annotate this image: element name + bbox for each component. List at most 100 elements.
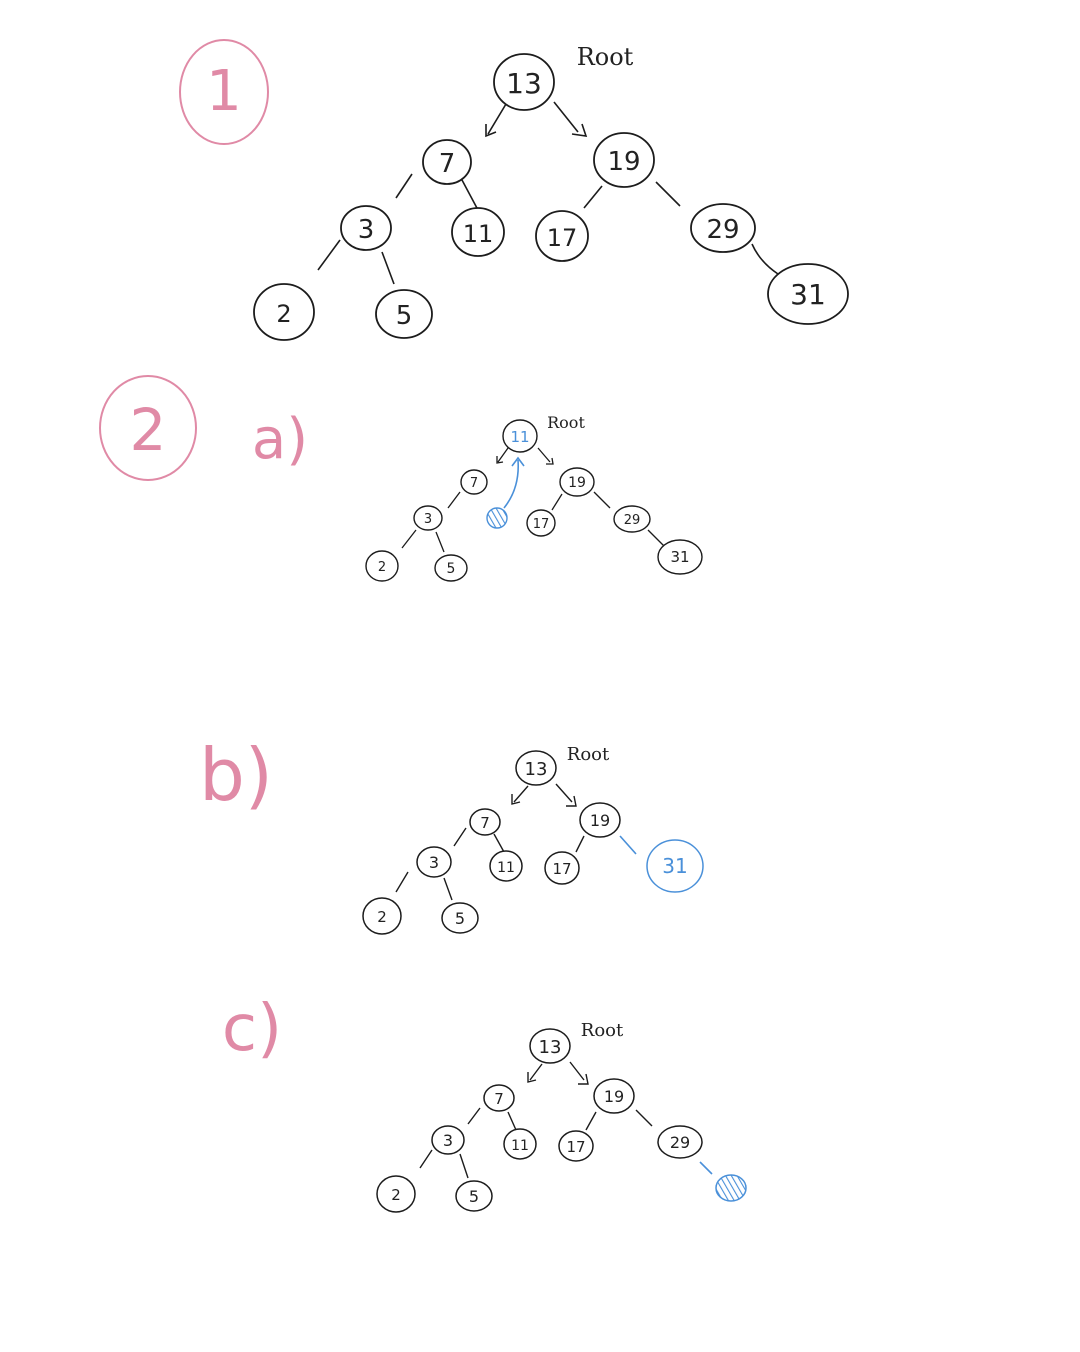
replacement-edge xyxy=(619,835,637,855)
tree-node: 7 xyxy=(422,139,472,185)
node-label: 13 xyxy=(539,1037,562,1058)
section-1-marker: 1 xyxy=(179,39,269,145)
tree-node: 5 xyxy=(441,902,479,934)
section-2c: c) Root 13 7 19 3 11 17 29 2 5 xyxy=(222,992,747,1213)
removed-leaf-marker xyxy=(715,1174,747,1202)
node-label: 11 xyxy=(511,1138,529,1154)
section-2-marker: 2 xyxy=(99,375,197,481)
tree-node: 7 xyxy=(460,469,488,495)
node-label: 3 xyxy=(443,1131,453,1150)
node-label: 13 xyxy=(506,67,542,100)
tree-node: 7 xyxy=(469,808,501,836)
node-label: 29 xyxy=(706,215,739,245)
node-label: 5 xyxy=(447,561,456,577)
tree-node: 17 xyxy=(558,1130,594,1162)
tree-node: 5 xyxy=(455,1180,493,1212)
tree-node: 5 xyxy=(434,554,468,582)
tree-node: 17 xyxy=(526,509,556,537)
node-label: 2 xyxy=(377,908,387,926)
node-label: 31 xyxy=(670,548,689,566)
tree-node: 13 xyxy=(515,750,557,786)
section-2b-sublabel: b) xyxy=(199,733,273,817)
tree-node: 5 xyxy=(375,289,433,339)
tree-node: 2 xyxy=(376,1175,416,1213)
tree-node: 17 xyxy=(535,210,589,262)
node-label: 11 xyxy=(510,428,529,446)
tree-edges xyxy=(317,101,779,285)
tree-node: 17 xyxy=(544,851,580,885)
node-label: 19 xyxy=(568,475,586,491)
tree-node: 29 xyxy=(613,505,651,533)
node-label: 17 xyxy=(552,860,571,878)
tree-node: 13 xyxy=(529,1028,571,1064)
tree-edges xyxy=(401,447,665,553)
section-2b: b) Root 13 7 19 3 11 17 31 2 5 xyxy=(199,733,704,935)
tree-node: 11 xyxy=(451,207,505,257)
node-label: 7 xyxy=(494,1090,504,1108)
tree-node: 3 xyxy=(413,505,443,531)
node-label: 17 xyxy=(566,1138,585,1156)
tree-node: 3 xyxy=(340,205,392,251)
section-2a-sublabel: a) xyxy=(252,407,308,472)
node-label: 11 xyxy=(497,860,515,876)
tree-node: 31 xyxy=(767,263,849,325)
node-label: 5 xyxy=(455,909,465,928)
tree-node: 2 xyxy=(253,283,315,341)
tree-nodes: 13 7 19 3 11 17 29 2 5 xyxy=(376,1028,747,1213)
tree-nodes: 13 7 19 3 11 17 29 2 5 31 xyxy=(253,53,849,341)
node-label: 2 xyxy=(391,1186,401,1204)
root-label: Root xyxy=(567,744,610,765)
root-label: Root xyxy=(577,43,634,71)
section-1-number: 1 xyxy=(206,59,242,124)
tree-node: 19 xyxy=(579,802,621,838)
section-1: 1 Root 13 7 19 3 11 17 29 2 5 31 xyxy=(179,39,849,341)
node-label: 3 xyxy=(429,853,439,872)
tree-node: 2 xyxy=(362,897,402,935)
node-label: 31 xyxy=(790,278,826,311)
tree-node: 19 xyxy=(593,1078,635,1114)
node-label: 19 xyxy=(604,1087,624,1106)
section-2c-sublabel: c) xyxy=(222,992,282,1066)
tree-node: 3 xyxy=(431,1125,465,1155)
node-label: 5 xyxy=(469,1187,479,1206)
tree-node: 29 xyxy=(657,1125,703,1159)
tree-node: 7 xyxy=(483,1084,515,1112)
tree-nodes: 13 7 19 3 11 17 31 2 5 xyxy=(362,750,704,935)
tree-node: 3 xyxy=(416,846,452,878)
node-label: 7 xyxy=(439,149,456,179)
node-label: 17 xyxy=(533,517,550,532)
node-label: 19 xyxy=(590,811,610,830)
tree-node: 19 xyxy=(559,467,595,497)
node-label: 29 xyxy=(670,1133,690,1152)
node-label: 29 xyxy=(624,513,641,528)
node-label: 13 xyxy=(525,759,548,780)
tree-edges xyxy=(419,1061,653,1179)
node-label: 7 xyxy=(470,476,478,491)
tree-node-highlight: 11 xyxy=(502,419,538,453)
removed-edge xyxy=(699,1161,713,1175)
tree-node-highlight: 31 xyxy=(646,839,704,893)
node-label: 11 xyxy=(463,220,494,248)
node-label: 31 xyxy=(662,854,687,878)
tree-node: 13 xyxy=(493,53,555,111)
node-label: 2 xyxy=(378,560,386,575)
tree-node: 19 xyxy=(593,132,655,188)
node-label: 3 xyxy=(424,512,432,527)
tree-node: 11 xyxy=(489,850,523,882)
root-label: Root xyxy=(547,413,585,432)
section-2a: 2 a) Root 11 7 19 3 17 29 2 5 31 xyxy=(99,375,703,582)
node-label: 17 xyxy=(547,224,578,252)
node-label: 5 xyxy=(396,301,413,331)
section-2-number: 2 xyxy=(130,396,167,464)
node-label: 19 xyxy=(607,147,640,177)
move-up-arrow xyxy=(503,456,525,509)
node-label: 3 xyxy=(358,215,375,245)
tree-node: 31 xyxy=(657,539,703,575)
tree-node: 29 xyxy=(690,203,756,253)
tree-edges xyxy=(395,783,585,901)
tree-nodes: 11 7 19 3 17 29 2 5 31 xyxy=(365,419,703,582)
node-label: 2 xyxy=(276,300,291,328)
root-label: Root xyxy=(581,1020,624,1041)
node-label: 7 xyxy=(480,814,490,832)
tree-node: 11 xyxy=(503,1128,537,1160)
